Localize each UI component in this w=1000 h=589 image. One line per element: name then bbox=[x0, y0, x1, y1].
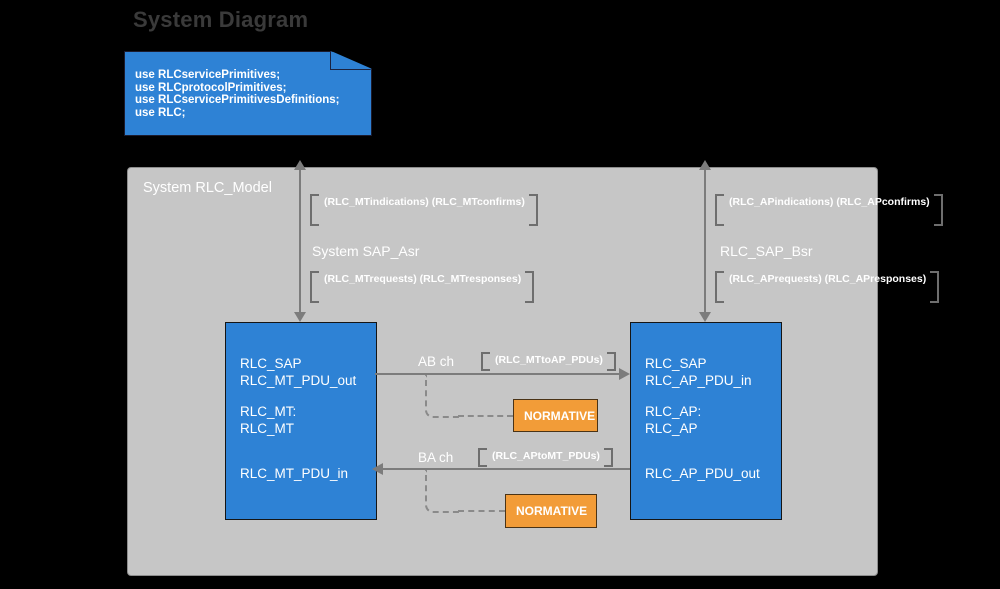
sap-bsr-line bbox=[704, 168, 706, 314]
channel-ab-arrowhead bbox=[619, 368, 630, 380]
block-rlc-ap[interactable]: RLC_SAP RLC_AP_PDU_in RLC_AP: RLC_AP RLC… bbox=[630, 322, 782, 520]
sap-bsr-arrow-up bbox=[699, 160, 711, 170]
bracket-left-icon bbox=[310, 194, 319, 226]
sap-asr-name: System SAP_Asr bbox=[312, 243, 420, 259]
sap-asr-arrow-down bbox=[294, 312, 306, 322]
sap-asr-upper-signals: (RLC_MTindications) (RLC_MTconfirms) bbox=[310, 194, 538, 226]
channel-ab-name: AB ch bbox=[418, 354, 455, 369]
block-rlc-mt[interactable]: RLC_SAP RLC_MT_PDU_out RLC_MT: RLC_MT RL… bbox=[225, 322, 377, 520]
channel-ab-signals: (RLC_MTtoAP_PDUs) bbox=[481, 352, 616, 371]
bracket-right-icon bbox=[525, 271, 535, 303]
block-mt-pdu-in-label: RLC_MT_PDU_in bbox=[240, 466, 349, 481]
block-mt-sap-label: RLC_SAP RLC_MT_PDU_out bbox=[240, 356, 357, 388]
bracket-right-icon bbox=[528, 194, 538, 226]
signal-list: (RLC_APrequests) (RLC_APresponses) bbox=[729, 273, 927, 285]
bracket-right-icon bbox=[933, 194, 943, 226]
sap-asr-lower-signals: (RLC_MTrequests) (RLC_MTresponses) bbox=[310, 271, 535, 303]
note-text: use RLCservicePrimitives; use RLCprotoco… bbox=[135, 69, 340, 119]
sap-bsr-arrow-down bbox=[699, 312, 711, 322]
system-label: System RLC_Model bbox=[143, 180, 272, 196]
channel-ba-arrowhead bbox=[372, 463, 383, 475]
bracket-left-icon bbox=[481, 352, 490, 371]
bracket-right-icon bbox=[606, 352, 616, 371]
bracket-right-icon bbox=[930, 271, 940, 303]
channel-ba-normative-connector bbox=[458, 510, 505, 512]
channel-ba-line bbox=[381, 468, 630, 470]
channel-ab-normative-connector-elbow bbox=[425, 375, 462, 418]
bracket-left-icon bbox=[310, 271, 319, 303]
sap-bsr-lower-signals: (RLC_APrequests) (RLC_APresponses) bbox=[715, 271, 940, 303]
sap-asr-line bbox=[299, 168, 301, 314]
block-ap-type-label: RLC_AP: RLC_AP bbox=[645, 404, 702, 436]
channel-ba-name: BA ch bbox=[418, 450, 454, 465]
signal-list: (RLC_MTindications) (RLC_MTconfirms) bbox=[324, 196, 525, 208]
sap-asr-arrow-up bbox=[294, 160, 306, 170]
bracket-left-icon bbox=[478, 448, 487, 467]
signal-list: (RLC_MTrequests) (RLC_MTresponses) bbox=[324, 273, 522, 285]
block-mt-type-label: RLC_MT: RLC_MT bbox=[240, 404, 297, 436]
sap-bsr-upper-signals: (RLC_APindications) (RLC_APconfirms) bbox=[715, 194, 943, 226]
signal-list: (RLC_APtoMT_PDUs) bbox=[492, 450, 600, 462]
block-ap-pdu-out-label: RLC_AP_PDU_out bbox=[645, 466, 760, 481]
bracket-left-icon bbox=[715, 194, 724, 226]
sap-bsr-name: RLC_SAP_Bsr bbox=[720, 243, 813, 259]
bracket-right-icon bbox=[603, 448, 613, 467]
use-clause-note: use RLCservicePrimitives; use RLCprotoco… bbox=[124, 51, 372, 136]
signal-list: (RLC_APindications) (RLC_APconfirms) bbox=[729, 196, 930, 208]
block-ap-sap-label: RLC_SAP RLC_AP_PDU_in bbox=[645, 356, 752, 388]
bracket-left-icon bbox=[715, 271, 724, 303]
channel-ba-signals: (RLC_APtoMT_PDUs) bbox=[478, 448, 613, 467]
normative-box-ba[interactable]: NORMATIVE bbox=[505, 494, 597, 528]
channel-ab-line bbox=[375, 373, 619, 375]
signal-list: (RLC_MTtoAP_PDUs) bbox=[495, 354, 603, 366]
channel-ba-normative-connector-elbow bbox=[425, 470, 462, 513]
normative-box-ab[interactable]: NORMATIVE bbox=[513, 399, 598, 432]
page-title: System Diagram bbox=[133, 7, 309, 32]
channel-ab-normative-connector bbox=[458, 415, 513, 417]
